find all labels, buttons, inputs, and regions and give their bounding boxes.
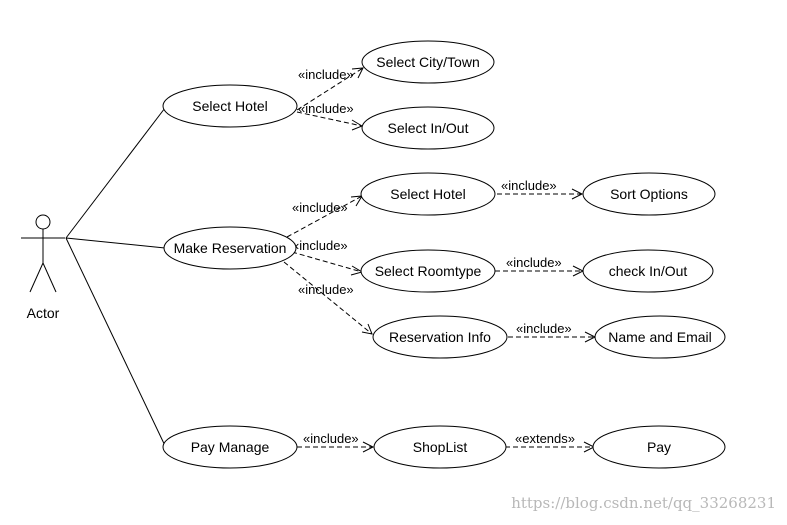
stereotype-label: «include» — [298, 67, 354, 82]
use-case-label: Reservation Info — [389, 329, 491, 345]
use-case-reservation-info[interactable]: Reservation Info — [372, 315, 508, 359]
association-pay-manage — [65, 237, 169, 453]
stereotype-label: «include» — [516, 321, 572, 336]
actor-label: Actor — [27, 305, 60, 321]
stereotype-label: «include» — [303, 431, 359, 446]
watermark-text: https://blog.csdn.net/qq_33268231 — [511, 494, 776, 512]
use-case-select-in-out[interactable]: Select In/Out — [361, 106, 495, 150]
stereotype-label: «include» — [298, 101, 354, 116]
stereotype-label: «include» — [506, 255, 562, 270]
use-case-label: Select In/Out — [388, 120, 469, 136]
use-case-label: Select Roomtype — [375, 263, 482, 279]
actor-figure — [21, 214, 65, 293]
use-case-select-hotel[interactable]: Select Hotel — [162, 84, 298, 128]
actor-head — [35, 214, 51, 230]
use-case-pay[interactable]: Pay — [592, 425, 726, 469]
dep-pay-manage-shoplist — [297, 441, 375, 453]
use-case-label: ShopList — [413, 439, 468, 455]
use-case-select-hotel-sub[interactable]: Select Hotel — [360, 172, 496, 216]
dep-select-hotel-city — [296, 67, 364, 111]
association-make-reservation — [65, 237, 166, 249]
stereotype-label: «include» — [292, 200, 348, 215]
use-case-check-in-out[interactable]: check In/Out — [582, 249, 714, 293]
use-case-sort-options[interactable]: Sort Options — [582, 172, 716, 216]
dep-reservation-info — [283, 261, 373, 335]
use-case-label: Sort Options — [610, 186, 688, 202]
stereotype-label: «extends» — [515, 431, 575, 446]
use-case-label: Pay — [647, 439, 671, 455]
stereotype-label: «include» — [501, 178, 557, 193]
use-case-label: Select Hotel — [192, 98, 267, 114]
association-select-hotel — [65, 103, 169, 239]
use-case-name-and-email[interactable]: Name and Email — [594, 315, 726, 359]
use-case-label: Select City/Town — [376, 54, 479, 70]
use-case-make-reservation[interactable]: Make Reservation — [163, 226, 297, 270]
use-case-select-city-town[interactable]: Select City/Town — [361, 40, 495, 84]
stereotype-label: «include» — [292, 238, 348, 253]
dep-reservation-roomtype — [291, 251, 364, 276]
stereotype-label: «include» — [298, 282, 354, 297]
use-case-pay-manage[interactable]: Pay Manage — [162, 425, 298, 469]
use-case-label: Pay Manage — [191, 439, 270, 455]
actor-left-leg — [29, 262, 44, 293]
dep-select-hotel-sort — [497, 188, 584, 200]
use-case-label: check In/Out — [609, 263, 688, 279]
actor-right-leg — [42, 262, 57, 293]
use-case-shoplist[interactable]: ShopList — [373, 425, 507, 469]
use-case-label: Select Hotel — [390, 186, 465, 202]
use-case-select-roomtype[interactable]: Select Roomtype — [360, 249, 496, 293]
use-case-label: Make Reservation — [174, 240, 287, 256]
use-case-label: Name and Email — [608, 329, 712, 345]
